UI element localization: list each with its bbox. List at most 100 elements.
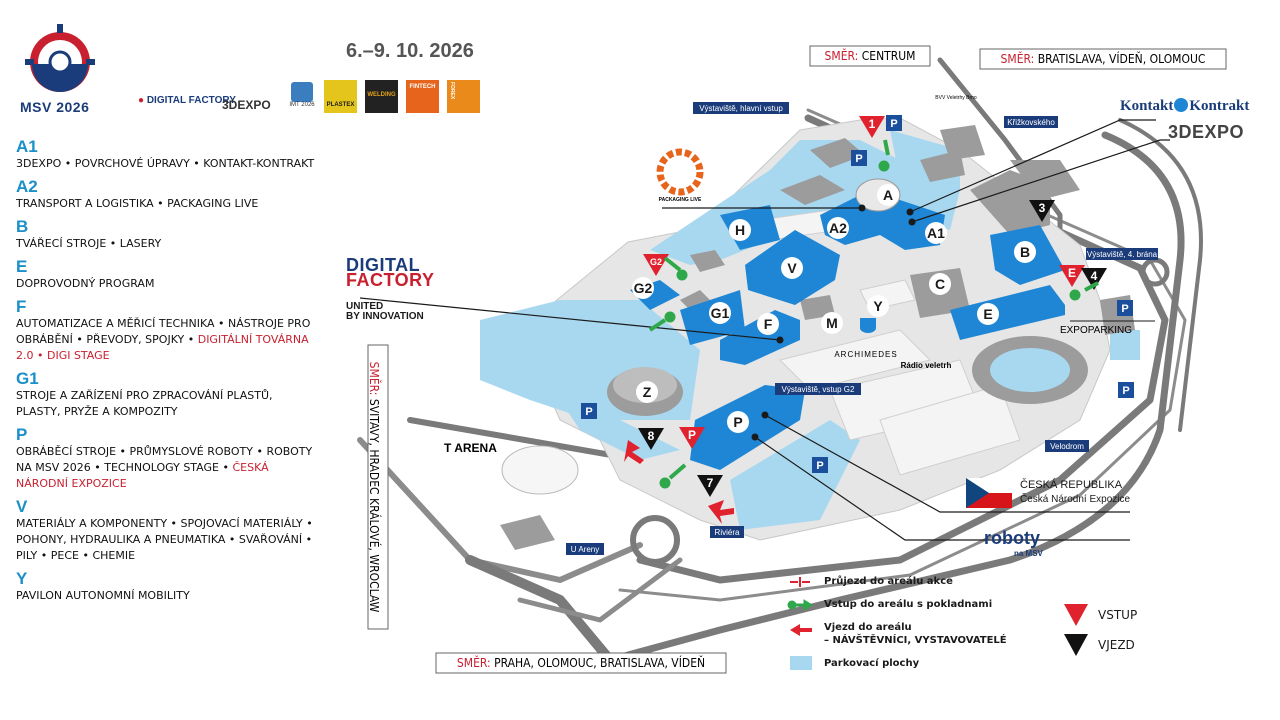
hall-marker-f[interactable]: F xyxy=(757,313,779,335)
drive-gate-3[interactable]: 3 xyxy=(1029,200,1055,222)
svg-text:P: P xyxy=(855,153,862,165)
hall-description-text: TRANSPORT A LOGISTIKA • PACKAGING LIVE xyxy=(16,197,259,210)
partner-logo-imt[interactable]: IMT 2026 xyxy=(288,82,316,112)
hall-marker-m[interactable]: M xyxy=(821,312,843,334)
stop-label: Výstaviště, hlavní vstup xyxy=(699,104,783,113)
drive-gate-7[interactable]: 7 xyxy=(697,475,723,497)
3dexpo-logo[interactable]: 3DEXPO xyxy=(1168,122,1245,142)
hall-marker-label: A1 xyxy=(927,225,945,241)
hall-marker-g2[interactable]: G2 xyxy=(632,277,654,299)
t-arena-label: T ARENA xyxy=(444,441,497,455)
hall-marker-label: G1 xyxy=(711,305,730,321)
packaging-live-logo-icon xyxy=(656,148,704,196)
stop-riviera[interactable]: Riviéra xyxy=(710,526,744,538)
partner-logo-fintech[interactable]: FINTECH xyxy=(406,80,439,113)
entry-gate-g2[interactable]: G2 xyxy=(643,254,669,276)
stop-label: Velodrom xyxy=(1050,442,1084,451)
entry-gate-label: E xyxy=(1068,266,1076,280)
roads xyxy=(357,57,1203,665)
partner-logo-welding[interactable]: WELDING xyxy=(365,80,398,113)
hall-description: AUTOMATIZACE A MĚŘICÍ TECHNIKA • NÁSTROJ… xyxy=(16,316,316,364)
stop-label: Riviéra xyxy=(715,528,740,537)
hall-marker-g1[interactable]: G1 xyxy=(709,302,731,324)
hall-description-highlight: DIGITÁLNÍ TOVÁRNA 2.0 • DIGI STAGE xyxy=(16,333,309,362)
direction-centrum xyxy=(809,45,931,67)
direction-praha xyxy=(435,652,727,674)
svg-text:P: P xyxy=(890,118,897,130)
drive-gate-4[interactable]: 4 xyxy=(1081,268,1107,290)
svg-text:SMĚR: CENTRUM: SMĚR: CENTRUM xyxy=(825,48,916,63)
partner-logo-forex[interactable]: FOREX xyxy=(447,80,480,113)
hall-marker-z[interactable]: Z xyxy=(636,381,658,403)
hall-e[interactable] xyxy=(950,285,1065,340)
hall-marker-c[interactable]: C xyxy=(929,273,951,295)
direction-bratislava xyxy=(979,48,1227,70)
hall-marker-y[interactable]: Y xyxy=(867,295,889,317)
digital-factory-logo[interactable]: DIGITAL FACTORY xyxy=(346,255,435,290)
stop-label: Křižkovského xyxy=(1007,118,1055,127)
hall-marker-label: E xyxy=(983,306,992,322)
bvv-label: BVV Veletrhy Brno xyxy=(935,95,977,101)
stop-velodrom[interactable]: Velodrom xyxy=(1045,440,1089,452)
entry-gate-p[interactable]: P xyxy=(679,427,705,449)
legend-entry: Vstup do areálu s pokladnami xyxy=(824,599,993,610)
t-arena[interactable] xyxy=(501,445,579,495)
entry-gate-e[interactable]: E xyxy=(1059,265,1085,287)
hall-marker-label: A2 xyxy=(829,220,847,236)
united-by-innovation-label: UNITED BY INNOVATION xyxy=(346,301,424,322)
partner-logo-digital-factory[interactable]: ● DIGITAL FACTORY xyxy=(138,95,236,106)
partner-logo-plastex[interactable]: PLASTEX xyxy=(324,80,357,113)
stop-gate-g2[interactable]: Výstaviště, vstup G2 xyxy=(775,383,861,395)
logo-title: MSV 2026 xyxy=(20,99,90,115)
hall-a[interactable] xyxy=(820,195,945,250)
hall-marker-a1[interactable]: A1 xyxy=(925,222,947,244)
hall-code: A1 xyxy=(16,137,38,156)
velodrome-field xyxy=(990,348,1070,392)
svg-text:P: P xyxy=(1121,303,1128,315)
hall-description: PAVILON AUTONOMNÍ MOBILITY xyxy=(16,588,316,604)
parking-sign-icon: P xyxy=(1117,300,1133,316)
hall-marker-b[interactable]: B xyxy=(1014,241,1036,263)
parking-sign-icon: P xyxy=(851,150,867,166)
legend-symbols xyxy=(787,577,813,670)
hall-marker-label: V xyxy=(787,260,797,276)
stop-u-areny[interactable]: U Areny xyxy=(566,543,604,555)
hall-code: P xyxy=(16,425,28,444)
legend-drive: Vjezd do areálu xyxy=(824,622,912,633)
entry-gate-1[interactable]: 1 xyxy=(859,116,885,138)
hall-marker-p[interactable]: P xyxy=(727,411,749,433)
hall-marker-a2[interactable]: A2 xyxy=(827,217,849,239)
stop-main-entrance[interactable]: Výstaviště, hlavní vstup xyxy=(693,102,789,114)
drive-gate-8[interactable]: 8 xyxy=(638,428,664,450)
hall-marker-v[interactable]: V xyxy=(781,257,803,279)
legend-vstup: VSTUP xyxy=(1098,608,1138,622)
stop-krizkovskeho[interactable]: Křižkovského xyxy=(1004,116,1058,128)
stop-gate4[interactable]: Výstaviště, 4. brána xyxy=(1086,248,1158,260)
roboty-logo[interactable]: roboty na MSV xyxy=(984,528,1043,558)
hall-code: F xyxy=(16,297,27,316)
direction-svitavy xyxy=(367,344,389,630)
hall-marker-a[interactable]: A xyxy=(877,184,899,206)
partner-logo-3dexpo[interactable]: 3DEXPO xyxy=(222,98,271,112)
hall-marker-h[interactable]: H xyxy=(729,219,751,241)
hall-code: E xyxy=(16,257,28,276)
hall-marker-e[interactable]: E xyxy=(977,303,999,325)
hall-code: A2 xyxy=(16,177,38,196)
drive-gate-label: 3 xyxy=(1039,201,1046,215)
entry-gate-label: G2 xyxy=(650,257,662,267)
msv-logo-icon xyxy=(25,24,95,92)
parking-sign-icon: P xyxy=(812,457,828,473)
svg-text:SMĚR: SVITAVY, HRADEC KRÁLOVÉ,: SMĚR: SVITAVY, HRADEC KRÁLOVÉ, WROCLAW xyxy=(367,362,382,613)
